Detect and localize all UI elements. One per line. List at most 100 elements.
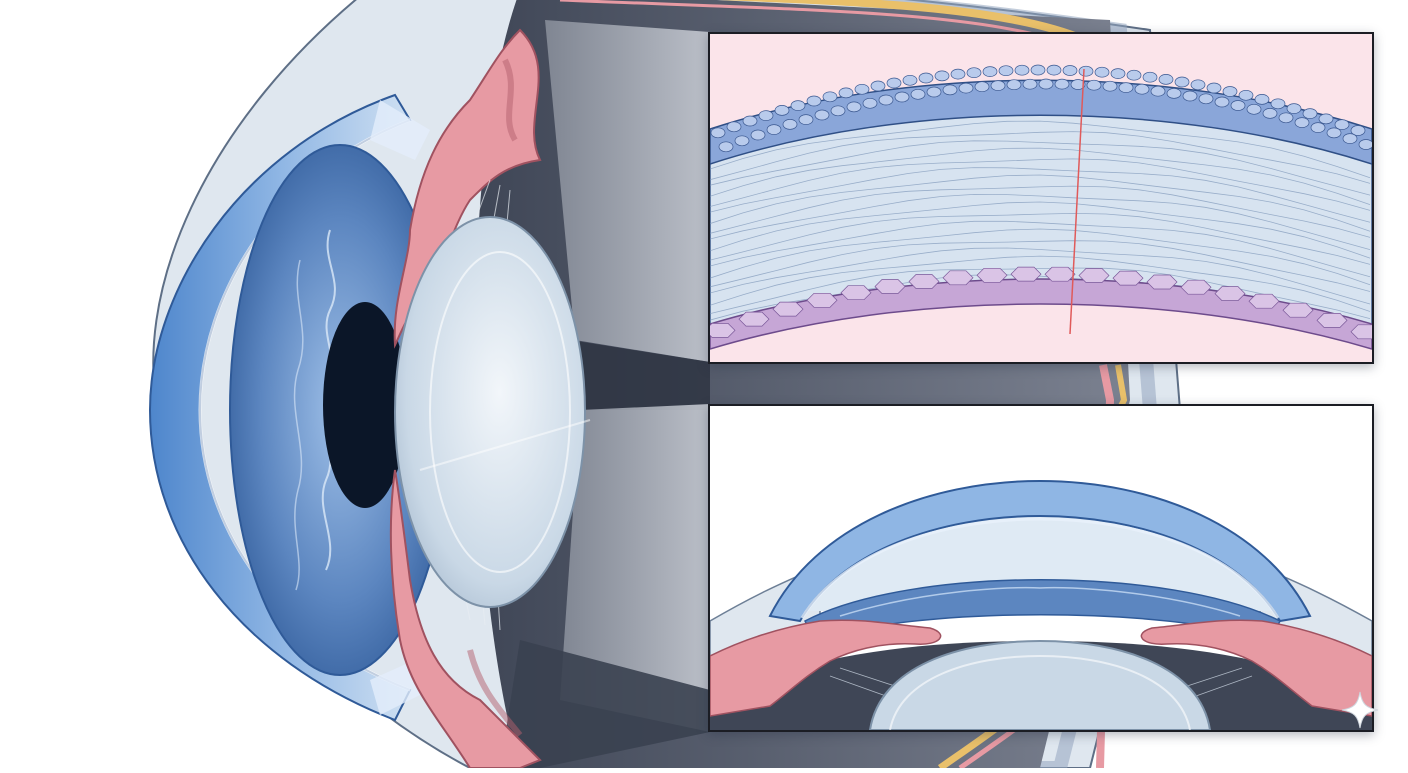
endothelial-cell <box>1282 302 1314 318</box>
epithelial-cell <box>1214 96 1230 108</box>
epithelial-cell <box>1118 82 1134 93</box>
incision-line <box>1069 68 1085 335</box>
epithelial-cell <box>974 81 990 93</box>
stroma-fiber <box>710 158 1371 211</box>
anterior-chamber-illustration <box>710 406 1372 730</box>
epithelial-cell <box>1190 79 1206 91</box>
anterior-chamber-inset <box>708 404 1374 732</box>
stroma-fiber <box>710 212 1371 265</box>
epithelial-cell <box>798 114 814 125</box>
endothelial-cell <box>710 323 736 338</box>
epithelial-cell <box>1206 82 1222 94</box>
epithelial-cell <box>902 74 918 86</box>
epithelial-cells <box>710 64 1372 153</box>
epithelial-cell <box>1262 108 1278 119</box>
epithelial-cell <box>790 100 806 111</box>
epithelial-cell <box>950 68 966 80</box>
stroma-fiber <box>710 267 1371 319</box>
stroma-fiber <box>710 201 1371 259</box>
epithelial-cell <box>1350 125 1366 136</box>
epithelial-cell <box>1182 90 1198 102</box>
stroma-fiber <box>710 131 1371 184</box>
epithelial-cell <box>1070 79 1086 90</box>
epithelial-cell <box>1126 69 1142 81</box>
cornea-dome <box>768 480 1312 623</box>
epithelial-cell <box>758 110 774 121</box>
endothelial-cell <box>1112 270 1144 286</box>
epithelial-cell <box>1038 78 1054 90</box>
epithelial-cell <box>1238 89 1254 101</box>
stroma-fiber <box>710 247 1371 305</box>
stroma-fiber <box>710 185 1371 238</box>
epithelial-cell <box>1030 64 1046 76</box>
epithelial-cell <box>830 105 846 117</box>
endothelial-cell <box>874 279 906 294</box>
ciliary-body-right <box>1140 619 1372 717</box>
sparkle-icon <box>1341 691 1379 729</box>
epithelial-cell <box>1318 113 1334 125</box>
pupil <box>323 302 407 508</box>
epithelial-cell <box>806 95 822 107</box>
epithelial-cell <box>870 80 886 92</box>
epithelial-cell <box>1358 139 1372 150</box>
epithelial-cell <box>1022 78 1038 90</box>
corneal-layers-illustration <box>710 34 1372 362</box>
endothelial-cell <box>840 285 872 301</box>
endothelial-cell <box>738 311 770 327</box>
endothelial-cell <box>1248 293 1280 309</box>
epithelial-cell <box>1158 74 1174 85</box>
epithelial-cell <box>814 109 830 121</box>
epithelial-cell <box>1294 117 1310 128</box>
endothelial-cell <box>908 274 940 289</box>
epithelial-cell <box>1198 93 1214 105</box>
endothelial-cell <box>772 301 804 317</box>
stroma-fiber <box>710 147 1371 205</box>
endothelial-cell <box>942 270 974 286</box>
epithelial-cell <box>886 77 902 89</box>
epithelial-cell <box>1230 100 1246 111</box>
epithelial-cell <box>1102 80 1118 92</box>
epithelial-cell <box>1062 65 1078 76</box>
epithelial-cell <box>1302 108 1318 119</box>
epithelial-cell <box>838 87 854 99</box>
corneal-layers-inset <box>708 32 1374 364</box>
epithelial-cell <box>942 84 958 96</box>
epithelial-cell <box>1046 64 1062 76</box>
epithelial-cell <box>1014 64 1030 76</box>
epithelial-cell <box>1310 122 1326 133</box>
epithelial-cell <box>1110 68 1126 79</box>
epithelial-cell <box>1254 94 1270 105</box>
ciliary-body-left <box>710 619 942 717</box>
epithelial-cell <box>958 82 974 94</box>
epithelial-cell <box>1334 119 1350 130</box>
epithelial-cell <box>1094 66 1110 78</box>
stroma-fiber <box>710 167 1371 223</box>
epithelial-cell <box>918 72 934 84</box>
epithelial-cell <box>1342 133 1358 144</box>
epithelial-cell <box>1006 79 1022 91</box>
epithelial-cell <box>1278 112 1294 124</box>
magnification-beams <box>500 20 710 768</box>
endothelial-cell <box>976 267 1008 283</box>
epithelial-cell <box>1054 78 1070 90</box>
crystalline-lens <box>394 216 591 608</box>
stroma-fiber <box>710 193 1371 250</box>
stroma-fiber <box>710 140 1371 196</box>
epithelial-cell <box>1086 79 1102 91</box>
epithelial-cell <box>990 80 1006 91</box>
endothelial-cell <box>1044 266 1076 282</box>
epithelial-cell <box>934 70 950 82</box>
stroma-fiber <box>710 220 1371 278</box>
epithelial-cell <box>926 86 942 98</box>
epithelial-cell <box>878 94 894 106</box>
endothelial-cell <box>1078 268 1110 283</box>
endothelial-cell <box>1214 286 1246 301</box>
epithelial-cell <box>782 119 798 130</box>
epithelial-cell <box>1134 83 1150 95</box>
epithelial-cell <box>726 121 742 133</box>
endothelial-cell <box>1146 274 1178 290</box>
epithelial-cell <box>998 65 1014 77</box>
epithelial-cell <box>750 129 766 141</box>
epithelial-cell <box>1286 103 1302 114</box>
